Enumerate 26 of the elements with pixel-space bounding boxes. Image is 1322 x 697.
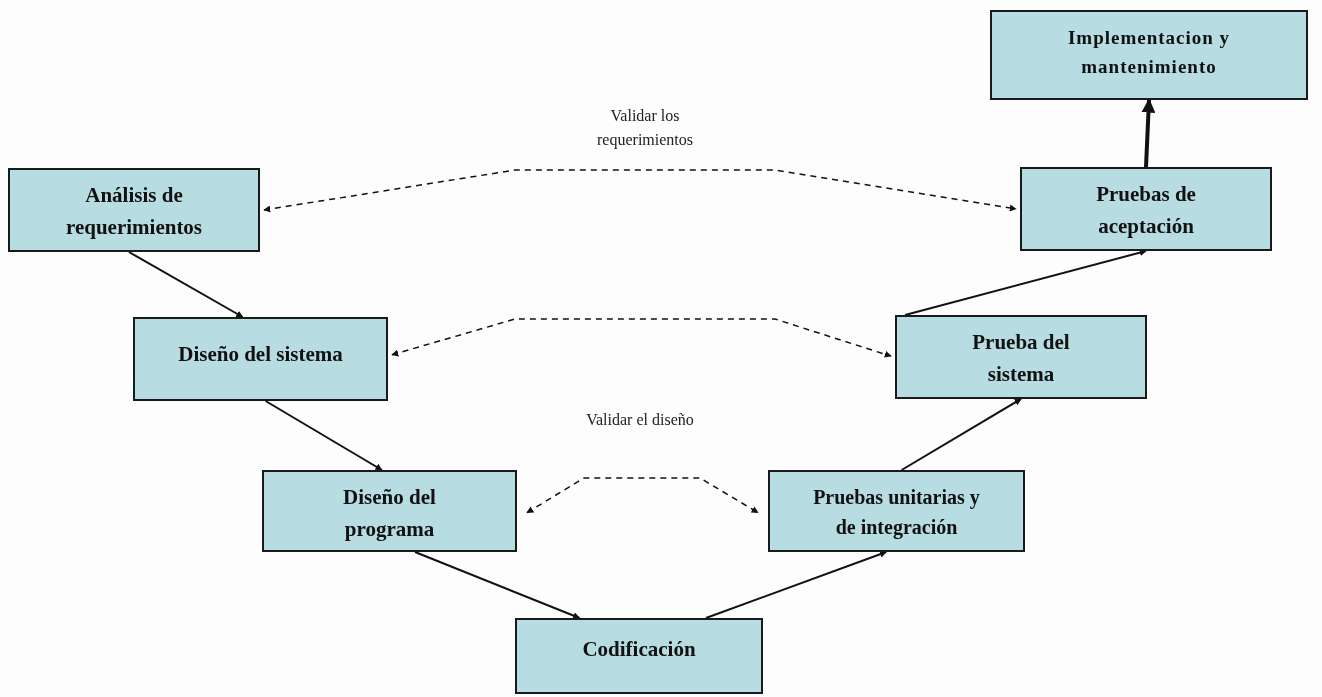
process-box [1020, 167, 1272, 251]
step-label: Pruebas unitarias y de integración [812, 485, 981, 541]
step-label: Pruebas de aceptación [1095, 181, 1197, 240]
step-label: Diseño del sistema [177, 341, 344, 368]
process-box [8, 168, 260, 252]
step-label: Diseño del programa [342, 484, 437, 543]
dashed-arrow [263, 169, 1017, 213]
step-label: Codificación [581, 636, 697, 663]
arrow [900, 398, 1022, 471]
step-label: Prueba del sistema [971, 329, 1071, 388]
process-box [768, 470, 1025, 552]
dashed-arrow [526, 477, 759, 514]
process-box [133, 317, 388, 401]
step-label: Análisis de requerimientos [64, 182, 204, 241]
process-box [515, 618, 763, 694]
arrow [264, 400, 383, 471]
step-label: Implementacion y mantenimiento [1066, 26, 1232, 79]
arrow [704, 550, 888, 619]
arrow [414, 551, 581, 619]
arrow [1141, 98, 1156, 168]
arrow [904, 249, 1147, 316]
process-box [262, 470, 517, 552]
dashed-arrow [391, 318, 892, 358]
process-box [990, 10, 1308, 100]
arrow [127, 251, 244, 318]
process-box [895, 315, 1147, 399]
